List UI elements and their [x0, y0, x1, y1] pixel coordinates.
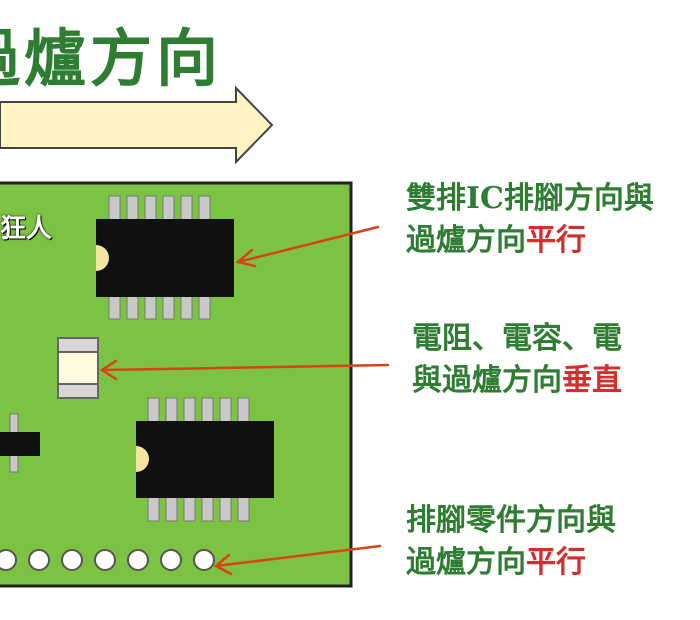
note-pins-highlight: 平行: [526, 545, 586, 580]
note-pins: 排腳零件方向與 過爐方向平行: [406, 500, 616, 584]
small-transistor: [0, 413, 40, 473]
ic-chip-bottom: [136, 397, 274, 522]
direction-arrow: [0, 85, 274, 165]
note-pins-line2: 過爐方向平行: [406, 545, 586, 580]
note-resistor-highlight: 垂直: [562, 363, 622, 398]
pointer-arrow-pins: [213, 544, 382, 576]
note-ic-line1: 雙排IC排腳方向與: [406, 181, 654, 216]
pointer-arrow-resistor: [99, 359, 390, 381]
pin-header-row: [0, 549, 215, 571]
board-brand-label: 狂人: [0, 214, 53, 244]
chip-resistor: [57, 337, 99, 399]
note-ic-line2: 過爐方向平行: [406, 223, 586, 258]
ic-chip-top: [96, 195, 234, 320]
note-resistor: 電阻、電容、電 與過爐方向垂直: [412, 318, 622, 402]
note-resistor-line1: 電阻、電容、電: [412, 321, 622, 356]
note-ic-highlight: 平行: [526, 223, 586, 258]
page-title: 過爐方向: [0, 22, 223, 95]
note-resistor-line2: 與過爐方向垂直: [412, 363, 622, 398]
note-ic: 雙排IC排腳方向與 過爐方向平行: [406, 178, 654, 262]
pointer-arrow-ic: [235, 225, 380, 268]
note-pins-line1: 排腳零件方向與: [406, 503, 616, 538]
